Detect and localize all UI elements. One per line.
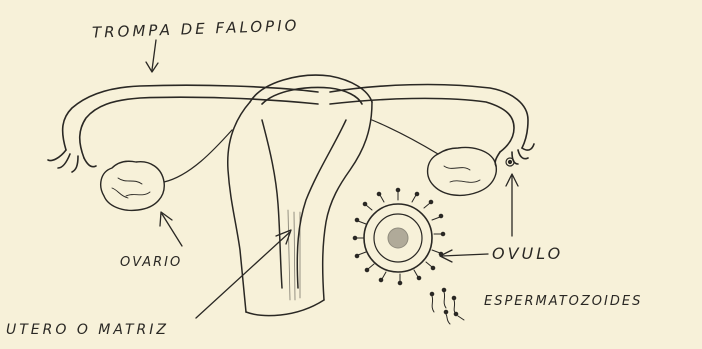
fallopian-tubes	[48, 75, 534, 172]
label-ovum: OVULO	[492, 244, 563, 263]
label-sperm: ESPERMATOZOIDES	[484, 294, 642, 309]
uterus-arrow	[196, 232, 290, 318]
uterus	[228, 102, 372, 316]
right-ovary	[372, 120, 514, 195]
label-uterus: UTERO O MATRIZ	[6, 322, 169, 338]
label-ovary: OVARIO	[120, 255, 182, 270]
free-sperm	[430, 288, 464, 324]
ovary-arrow	[162, 214, 182, 246]
tube-arrow	[152, 40, 156, 70]
label-arrows	[146, 40, 518, 318]
ovum-arrow	[442, 254, 488, 256]
left-ovary	[101, 130, 232, 210]
